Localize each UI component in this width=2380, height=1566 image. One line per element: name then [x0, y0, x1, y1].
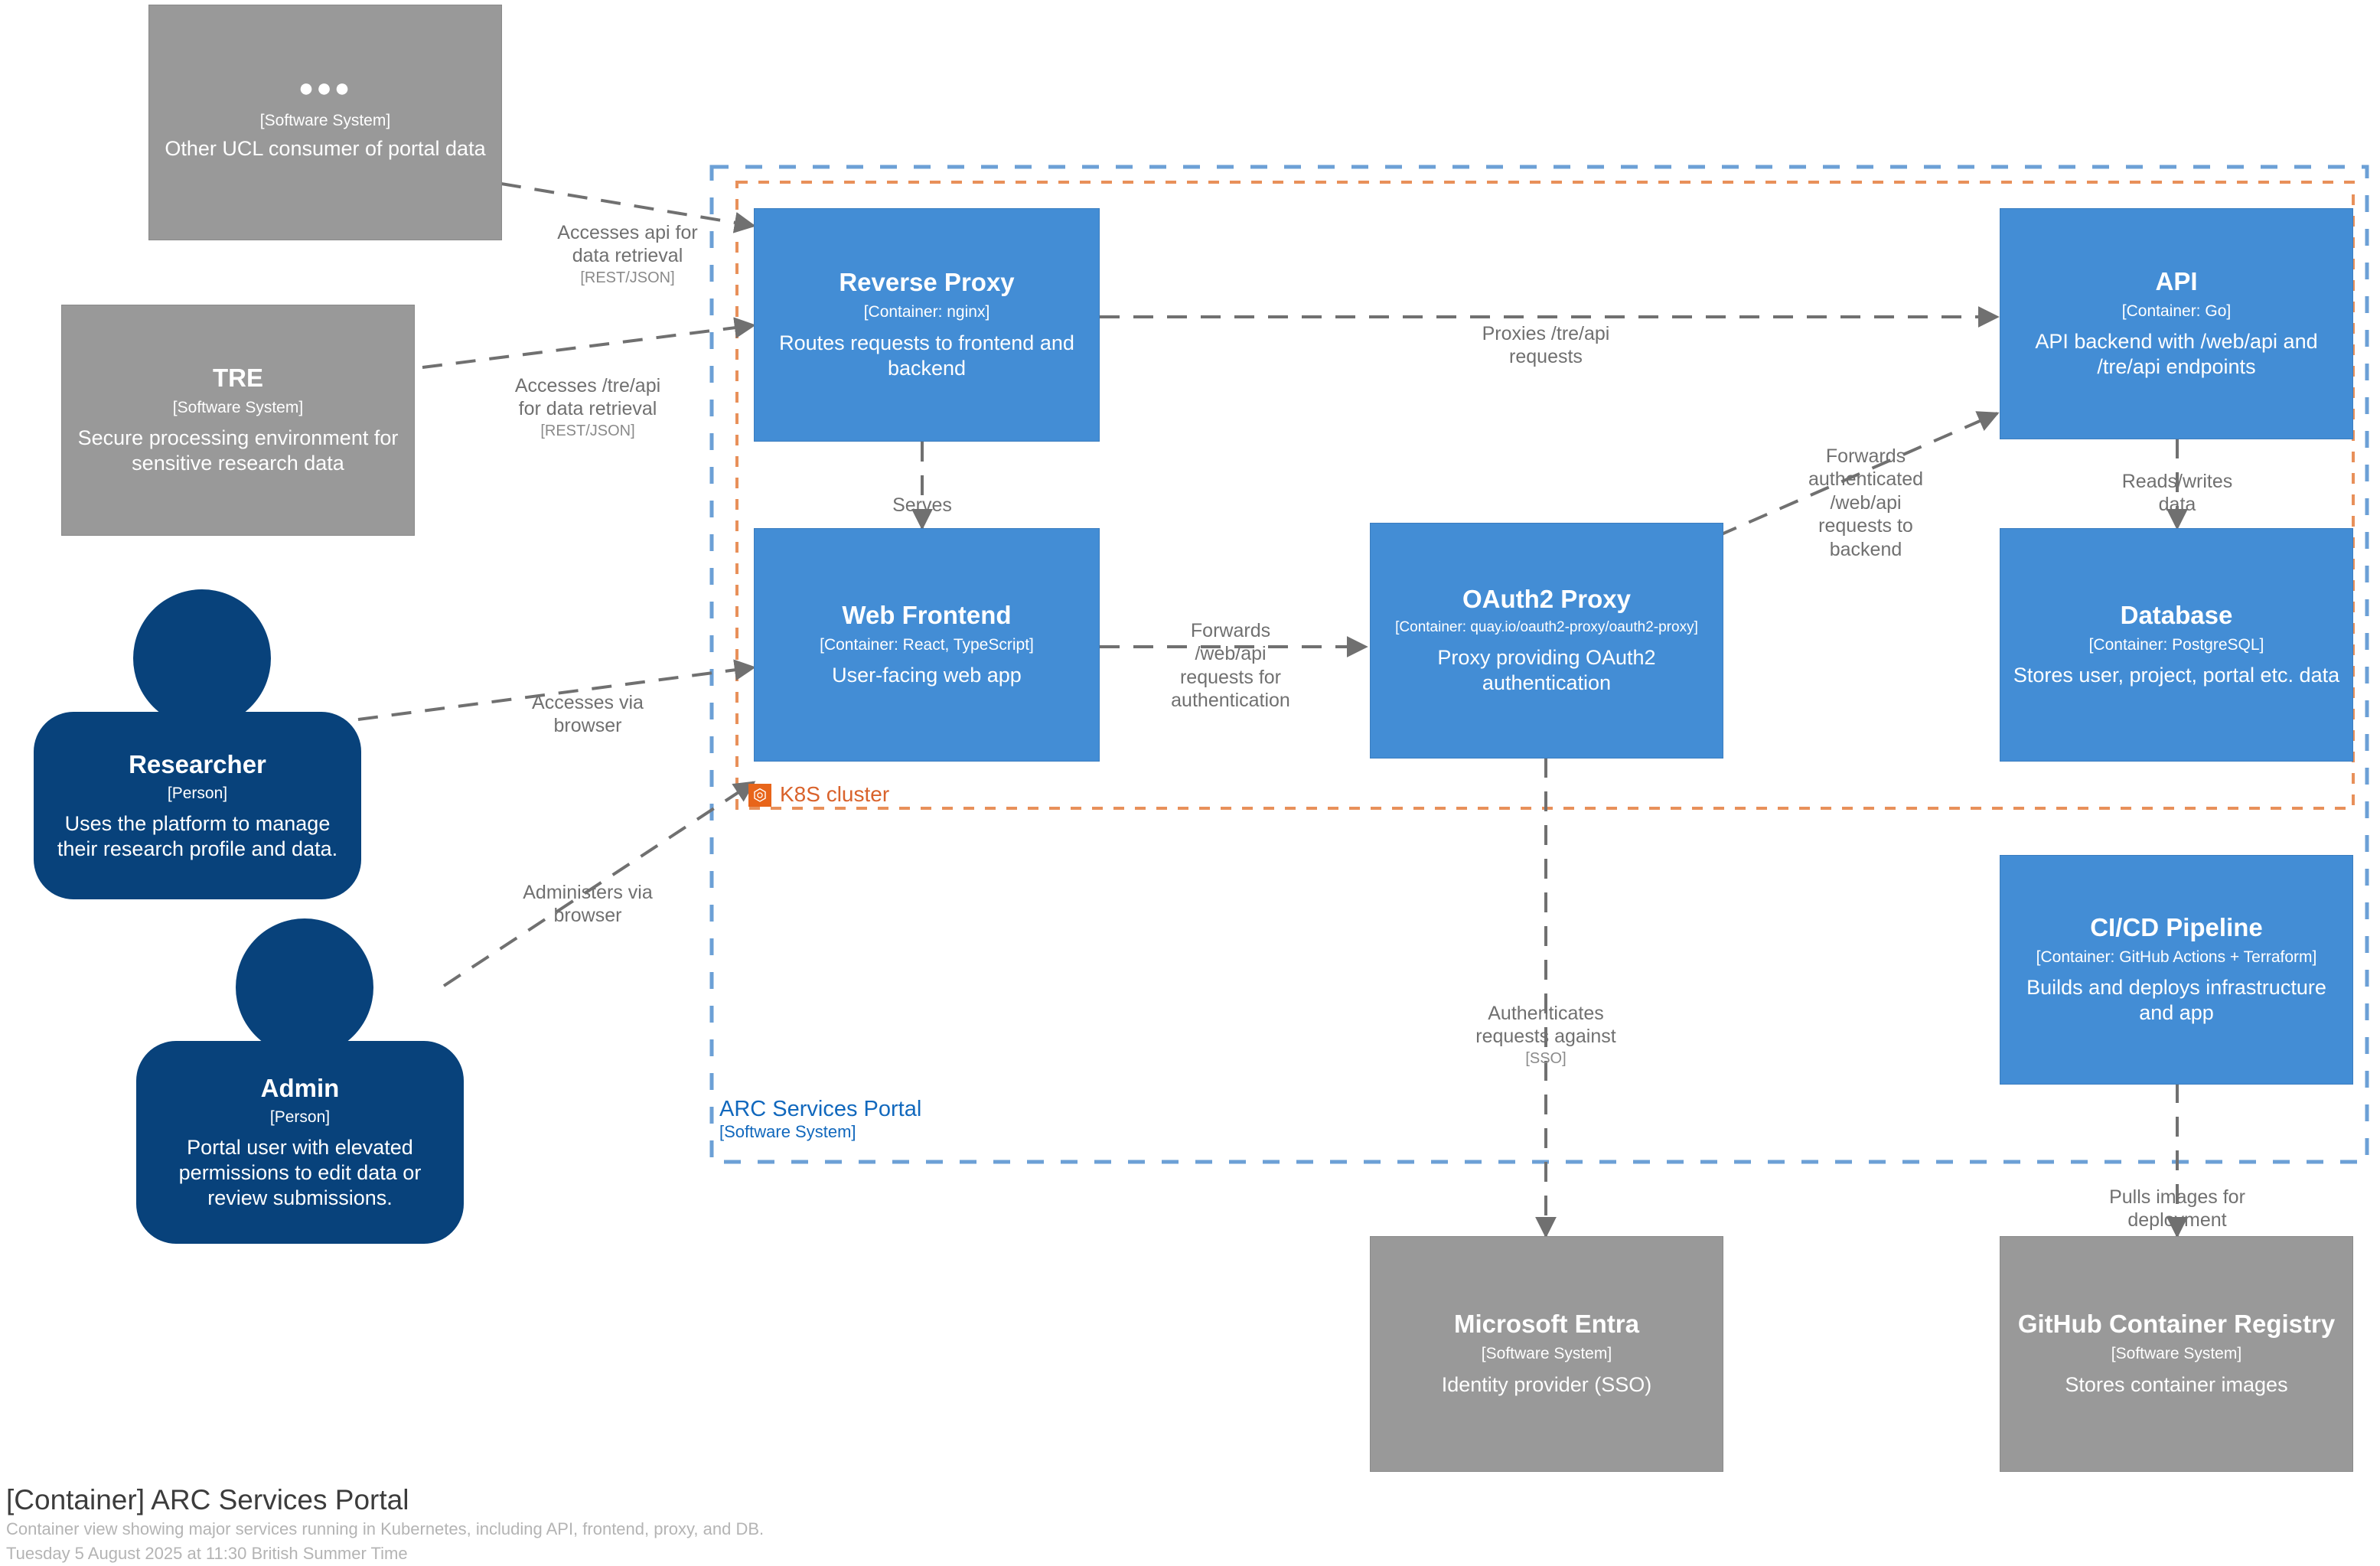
node-tech: [Software System] [1481, 1345, 1612, 1363]
node-description: Builds and deploys infrastructure and ap… [2026, 976, 2326, 1025]
person-body: Researcher [Person] Uses the platform to… [34, 712, 361, 899]
edge-label-text: Forwards /web/api requests for authentic… [1171, 619, 1290, 712]
node-tech: [Container: React, TypeScript] [820, 635, 1034, 654]
edge-label-text: Accesses /tre/api for data retrieval [514, 374, 661, 420]
edge-label-text: Accesses via browser [532, 691, 644, 737]
node-description: Secure processing environment for sensit… [77, 426, 399, 475]
node-description: Uses the platform to manage their resear… [57, 811, 338, 860]
node-cicd-pipeline[interactable]: CI/CD Pipeline [Container: GitHub Action… [2000, 855, 2353, 1085]
edge-label-text: Accesses api for data retrieval [557, 221, 698, 267]
edge-label-cicd-to-registry: Pulls images for deployment [2055, 1162, 2300, 1232]
node-description: Identity provider (SSO) [1441, 1372, 1652, 1396]
node-web-frontend[interactable]: Web Frontend [Container: React, TypeScri… [754, 528, 1100, 762]
boundary-label-arc-services-portal: ARC Services Portal [Software System] [719, 1097, 921, 1143]
node-description: Stores user, project, portal etc. data [2013, 664, 2340, 687]
node-tech: [Container: PostgreSQL] [2088, 635, 2264, 654]
node-tech: [Container: Go] [2121, 302, 2232, 320]
edge-label-reverse-proxy-to-api: Proxies /tre/api requests [1423, 299, 1668, 369]
edge-other-ucl-to-reverse-proxy [500, 182, 756, 233]
edge-label-admin-to-web-frontend: Administers via browser [473, 857, 703, 928]
node-tech: [Person] [167, 784, 228, 802]
node-title: API [2155, 266, 2198, 295]
node-title: Reverse Proxy [839, 268, 1015, 297]
boundary-label-k8s-cluster: K8S cluster [748, 782, 889, 807]
edge-oauth2-proxy-to-api [1717, 411, 2000, 537]
edge-label-reverse-proxy-to-web-frontend: Serves [838, 470, 1006, 517]
node-description: Portal user with elevated permissions to… [178, 1136, 422, 1209]
node-description: API backend with /web/api and /tre/api e… [2035, 330, 2318, 379]
boundary-arc-services-portal [709, 165, 2369, 1164]
edge-label-researcher-to-web-frontend: Accesses via browser [473, 667, 703, 738]
diagram-footer: [Container] ARC Services Portal Containe… [6, 1483, 764, 1566]
node-reverse-proxy[interactable]: Reverse Proxy [Container: nginx] Routes … [754, 208, 1100, 442]
node-researcher[interactable]: Researcher [Person] Uses the platform to… [34, 589, 361, 911]
edge-label-tech: [SSO] [1525, 1049, 1567, 1067]
node-title: TRE [213, 363, 263, 392]
edge-admin-to-web-frontend [442, 781, 756, 987]
node-tech: [Container: GitHub Actions + Terraform] [2036, 948, 2317, 966]
edge-label-tre-to-reverse-proxy: Accesses /tre/api for data retrieval [RE… [473, 351, 703, 464]
node-microsoft-entra[interactable]: Microsoft Entra [Software System] Identi… [1370, 1236, 1723, 1472]
edge-label-text: Reads/writes data [2121, 470, 2233, 516]
node-description: User-facing web app [832, 664, 1022, 687]
kubernetes-icon [748, 784, 771, 807]
edge-label-text: Pulls images for deployment [2109, 1186, 2245, 1232]
node-title: Database [2120, 600, 2233, 629]
node-tre[interactable]: TRE [Software System] Secure processing … [61, 305, 415, 536]
diagram-date: Tuesday 5 August 2025 at 11:30 British S… [6, 1544, 408, 1564]
edge-label-web-frontend-to-oauth2-proxy: Forwards /web/api requests for authentic… [1143, 595, 1319, 713]
node-title: Microsoft Entra [1453, 1310, 1640, 1339]
edge-label-tech: [REST/JSON] [540, 422, 635, 439]
node-tech: [Container: quay.io/oauth2-proxy/oauth2-… [1395, 619, 1698, 636]
node-oauth2-proxy[interactable]: OAuth2 Proxy [Container: quay.io/oauth2-… [1370, 523, 1723, 759]
boundary-name: ARC Services Portal [719, 1097, 922, 1121]
node-tech: [Container: nginx] [863, 303, 990, 321]
boundary-name: K8S cluster [780, 782, 890, 806]
person-head-icon [236, 918, 373, 1056]
node-description: Routes requests to frontend and backend [779, 331, 1074, 380]
edge-label-other-ucl-to-reverse-proxy: Accesses api for data retrieval [REST/JS… [513, 197, 742, 311]
edge-label-tech: [REST/JSON] [580, 269, 675, 286]
person-body: Admin [Person] Portal user with elevated… [136, 1041, 464, 1244]
node-other-ucl-consumer[interactable]: ●●● [Software System] Other UCL consumer… [148, 5, 502, 240]
person-head-icon [133, 589, 271, 727]
node-tech: [Software System] [172, 398, 304, 416]
node-tech: [Person] [269, 1108, 331, 1127]
ellipsis-icon: ●●● [298, 73, 353, 103]
edge-label-text: Forwards authenticated /web/api requests… [1808, 445, 1924, 560]
edge-label-text: Administers via browser [523, 881, 653, 927]
node-tech: [Software System] [2111, 1345, 2242, 1363]
node-description: Stores container images [2065, 1372, 2288, 1396]
node-title: CI/CD Pipeline [2090, 912, 2263, 941]
node-database[interactable]: Database [Container: PostgreSQL] Stores … [2000, 528, 2353, 762]
boundary-type: [Software System] [719, 1122, 856, 1142]
diagram-description: Container view showing major services ru… [6, 1519, 765, 1539]
edge-label-text: Authenticates requests against [1475, 1002, 1616, 1048]
node-description: Proxy providing OAuth2 authentication [1437, 645, 1656, 694]
node-title: GitHub Container Registry [2017, 1310, 2336, 1339]
node-title: OAuth2 Proxy [1462, 585, 1632, 614]
diagram-title: [Container] ARC Services Portal [6, 1484, 409, 1515]
node-github-container-registry[interactable]: GitHub Container Registry [Software Syst… [2000, 1236, 2353, 1472]
node-title: Other UCL consumer of portal data [165, 137, 486, 161]
edge-label-text: Serves [892, 494, 952, 516]
edge-label-oauth2-proxy-to-entra: Authenticates requests against [SSO] [1423, 978, 1668, 1091]
edge-tre-to-reverse-proxy [422, 317, 756, 369]
edge-label-oauth2-proxy-to-api: Forwards authenticated /web/api requests… [1774, 421, 1958, 561]
node-tech: [Software System] [259, 112, 391, 130]
node-api[interactable]: API [Container: Go] API backend with /we… [2000, 208, 2353, 439]
node-admin[interactable]: Admin [Person] Portal user with elevated… [136, 918, 464, 1255]
edge-label-api-to-database: Reads/writes data [2078, 446, 2277, 517]
node-title: Researcher [129, 749, 266, 778]
node-title: Admin [260, 1074, 340, 1103]
node-title: Web Frontend [842, 600, 1012, 629]
edge-label-text: Proxies /tre/api requests [1482, 322, 1610, 368]
